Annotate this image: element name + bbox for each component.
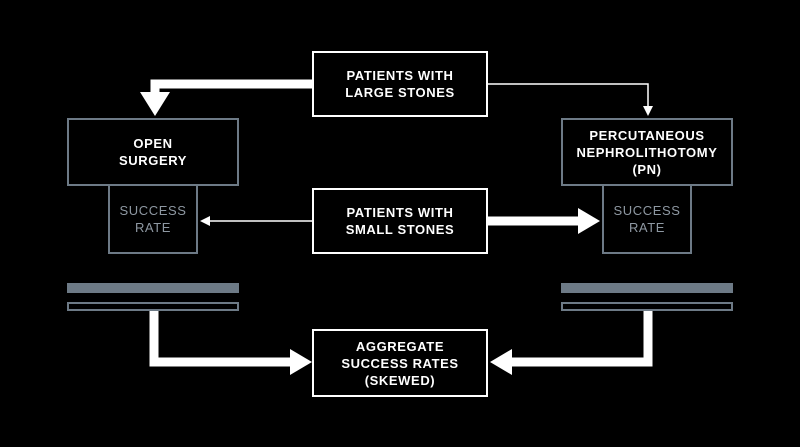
pn-bar-solid [561,283,733,293]
open-surgery-bar-solid [67,283,239,293]
arrow-small-stones-to-pn-success [488,208,600,234]
open-surgery-bar-outline [67,302,239,311]
arrow-large-stones-to-open-surgery [140,79,312,116]
arrow-large-stones-to-pn [488,83,653,116]
small-stones-box: PATIENTS WITH SMALL STONES [312,188,488,254]
pn-success-rate-box: SUCCESS RATE [602,186,692,254]
large-stones-box: PATIENTS WITH LARGE STONES [312,51,488,117]
arrow-pn-to-aggregate [490,310,653,375]
open-surgery-box: OPEN SURGERY [67,118,239,186]
open-surgery-success-rate-box: SUCCESS RATE [108,186,198,254]
pn-bar-outline [561,302,733,311]
pn-box: PERCUTANEOUS NEPHROLITHOTOMY (PN) [561,118,733,186]
arrow-open-surgery-to-aggregate [149,310,312,375]
arrow-small-stones-to-open-success [200,216,312,226]
aggregate-box: AGGREGATE SUCCESS RATES (SKEWED) [312,329,488,397]
